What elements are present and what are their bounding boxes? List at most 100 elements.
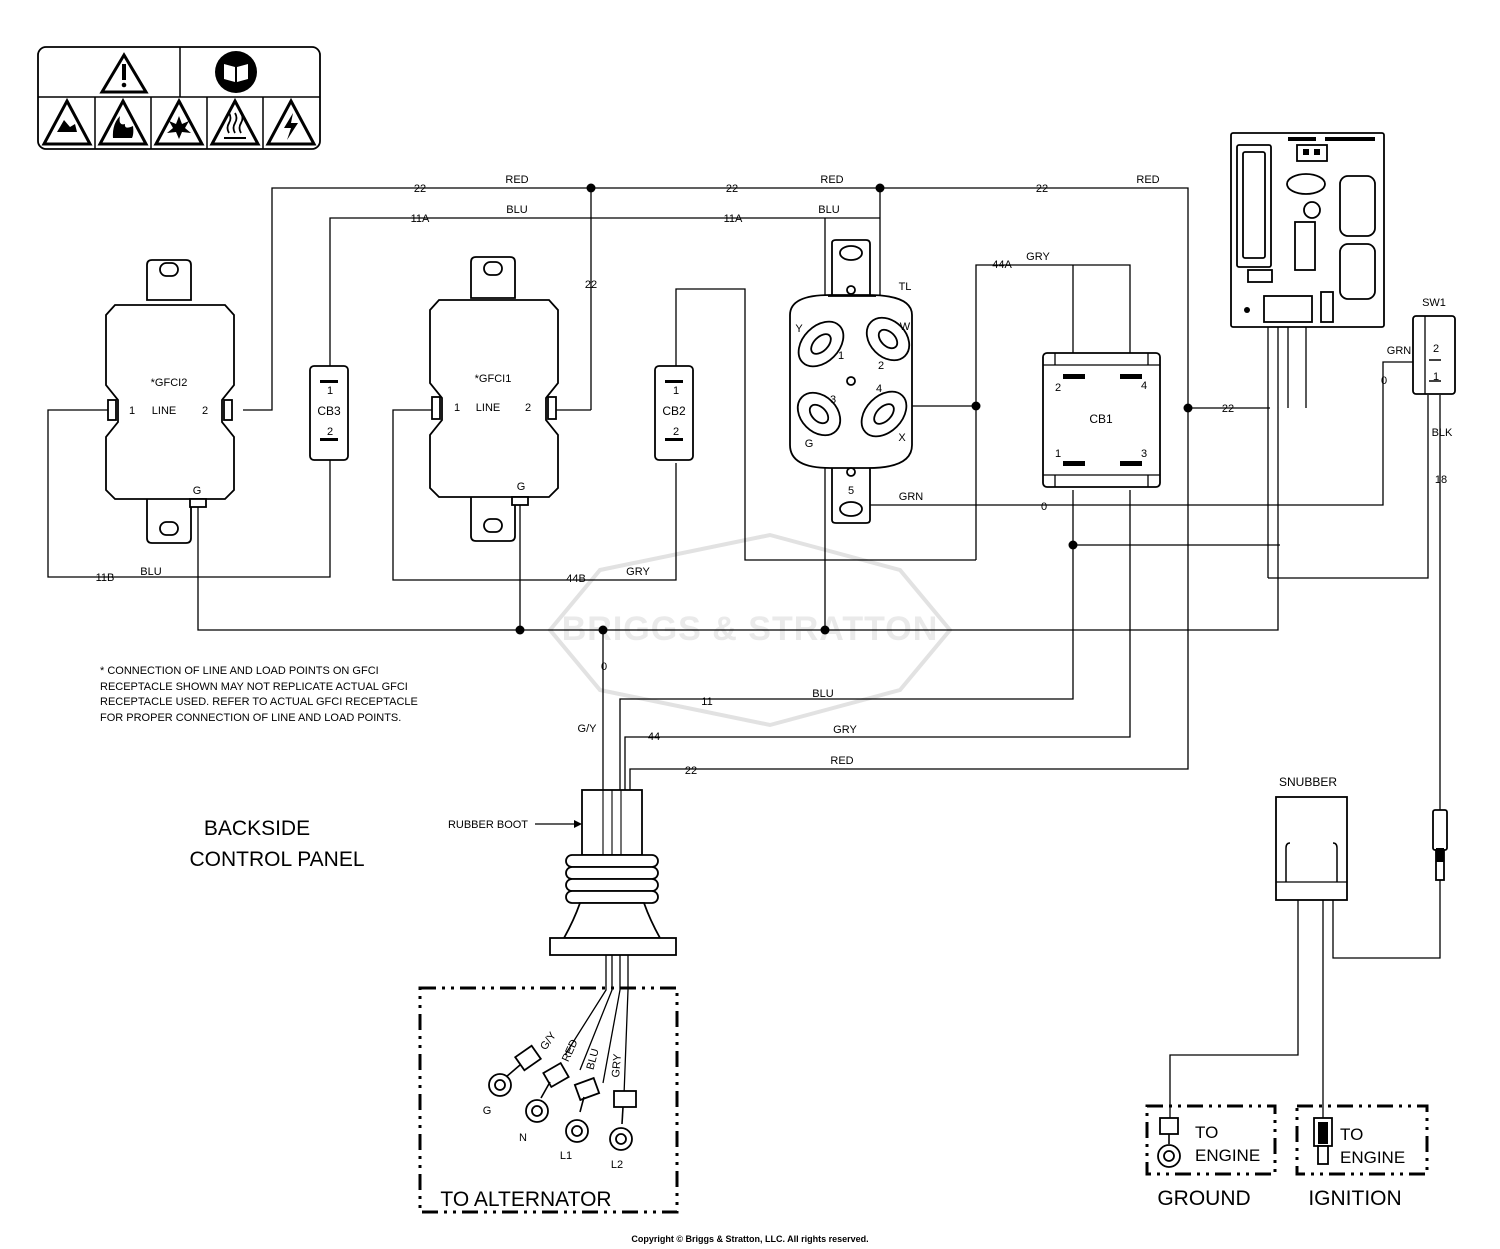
- junction-dots: [515, 183, 1193, 635]
- svg-text:5: 5: [848, 485, 854, 497]
- control-module-board: [1230, 132, 1385, 328]
- engine-ignition-terminal: TO ENGINE IGNITION: [1295, 1104, 1429, 1210]
- svg-text:2: 2: [525, 402, 531, 414]
- svg-text:TO: TO: [1340, 1125, 1363, 1144]
- ground-caption: GROUND: [1157, 1187, 1250, 1210]
- svg-text:1: 1: [129, 405, 135, 417]
- svg-text:44: 44: [648, 731, 660, 743]
- rubber-boot: RUBBER BOOT: [448, 789, 677, 956]
- svg-text:LINE: LINE: [476, 402, 500, 414]
- svg-text:1: 1: [454, 402, 460, 414]
- svg-text:RED: RED: [560, 1038, 581, 1064]
- svg-text:CONTROL PANEL: CONTROL PANEL: [189, 848, 364, 871]
- svg-text:0: 0: [1041, 501, 1047, 513]
- explosion-icon: [153, 97, 205, 146]
- svg-text:BLU: BLU: [506, 204, 527, 216]
- svg-text:2: 2: [673, 426, 679, 438]
- inline-connector: [1432, 809, 1448, 881]
- tl-receptacle: TL Y W 1 2 3 4 G X 5: [789, 239, 913, 524]
- svg-text:44B: 44B: [566, 573, 586, 585]
- svg-text:GRY: GRY: [833, 724, 857, 736]
- ring-terminal-l1: [565, 1076, 601, 1143]
- svg-text:G: G: [193, 485, 202, 497]
- svg-text:2: 2: [327, 426, 333, 438]
- wire-harness: [47, 187, 1441, 1118]
- hot-surface-icon: [209, 97, 261, 146]
- svg-text:0: 0: [601, 661, 607, 673]
- svg-text:22: 22: [1222, 403, 1234, 415]
- svg-text:11A: 11A: [411, 213, 430, 225]
- manual-icon: [215, 51, 257, 93]
- svg-text:11B: 11B: [96, 572, 115, 584]
- svg-text:2: 2: [202, 405, 208, 417]
- svg-text:G/Y: G/Y: [538, 1030, 559, 1053]
- toxic-fumes-icon: [41, 97, 93, 146]
- svg-text:BLU: BLU: [818, 204, 839, 216]
- svg-text:4: 4: [1141, 380, 1147, 392]
- svg-text:BLU: BLU: [140, 566, 161, 578]
- svg-text:TO: TO: [1195, 1123, 1218, 1142]
- svg-text:0: 0: [1381, 375, 1387, 387]
- svg-text:N: N: [519, 1132, 527, 1144]
- gfci1-receptacle: *GFCI1 LINE 1 2 G: [429, 256, 559, 542]
- cb3-breaker: 1 CB3 2: [309, 365, 349, 461]
- watermark-text: BRIGGS & STRATTON: [562, 610, 939, 648]
- sw1-switch: SW1 2 1: [1412, 297, 1456, 395]
- cb1-breaker: 2 4 CB1 1 3: [1042, 352, 1161, 488]
- shock-icon: [265, 97, 317, 146]
- svg-text:11A: 11A: [724, 213, 743, 225]
- svg-text:2: 2: [1055, 382, 1061, 394]
- svg-text:BLK: BLK: [1432, 427, 1453, 439]
- svg-text:GRY: GRY: [1026, 251, 1050, 263]
- alternator-title: TO ALTERNATOR: [440, 1188, 611, 1211]
- svg-text:GRN: GRN: [1387, 345, 1412, 357]
- svg-text:LINE: LINE: [152, 405, 176, 417]
- svg-text:1: 1: [327, 385, 333, 397]
- svg-text:RED: RED: [830, 755, 853, 767]
- svg-text:GRY: GRY: [626, 566, 650, 578]
- svg-text:CB1: CB1: [1089, 412, 1113, 426]
- svg-text:W: W: [900, 321, 911, 333]
- svg-text:1: 1: [1055, 448, 1061, 460]
- svg-text:4: 4: [876, 383, 882, 395]
- svg-text:BLU: BLU: [585, 1047, 602, 1071]
- svg-text:22: 22: [1036, 183, 1048, 195]
- svg-text:RED: RED: [1136, 174, 1159, 186]
- svg-text:11: 11: [701, 696, 712, 708]
- rubber-boot-label: RUBBER BOOT: [448, 819, 528, 831]
- svg-text:GRY: GRY: [610, 1053, 624, 1078]
- copyright: Copyright © Briggs & Stratton, LLC. All …: [631, 1234, 869, 1244]
- cb2-breaker: 1 CB2 2: [654, 365, 694, 461]
- svg-text:3: 3: [1141, 448, 1147, 460]
- svg-text:BACKSIDE: BACKSIDE: [204, 817, 310, 840]
- ring-terminal-g: [488, 1044, 543, 1097]
- svg-text:1: 1: [673, 385, 679, 397]
- svg-text:2: 2: [878, 360, 884, 372]
- tl-name: TL: [899, 281, 912, 293]
- svg-text:1: 1: [1433, 371, 1439, 383]
- svg-text:X: X: [898, 432, 906, 444]
- svg-text:G: G: [483, 1105, 492, 1117]
- gfci-note: * CONNECTION OF LINE AND LOAD POINTS ON …: [100, 665, 418, 724]
- wire-labels: 22 RED 22 RED 22 RED 11A BLU 11A BLU 22 …: [96, 174, 1453, 777]
- alternator-leads: G/Y RED BLU GRY G N L1 L2 TO ALTERNATOR: [418, 986, 679, 1214]
- warning-icon: [99, 52, 149, 94]
- svg-text:3: 3: [830, 394, 836, 406]
- ring-terminal-n: [525, 1061, 570, 1123]
- sw1-name: SW1: [1422, 297, 1446, 309]
- gfci2-name: *GFCI2: [151, 377, 188, 389]
- svg-text:GRN: GRN: [899, 491, 924, 503]
- svg-text:ENGINE: ENGINE: [1340, 1148, 1405, 1167]
- ignition-caption: IGNITION: [1308, 1187, 1401, 1210]
- svg-text:2: 2: [1433, 343, 1439, 355]
- svg-text:ENGINE: ENGINE: [1195, 1146, 1260, 1165]
- ring-terminal-l2: [609, 1090, 637, 1151]
- svg-text:22: 22: [585, 279, 597, 291]
- svg-text:44A: 44A: [992, 259, 1012, 271]
- svg-text:22: 22: [414, 183, 426, 195]
- svg-text:RED: RED: [820, 174, 843, 186]
- svg-text:G: G: [517, 481, 526, 493]
- svg-text:L2: L2: [611, 1159, 623, 1171]
- engine-ground-terminal: TO ENGINE GROUND: [1145, 1104, 1277, 1210]
